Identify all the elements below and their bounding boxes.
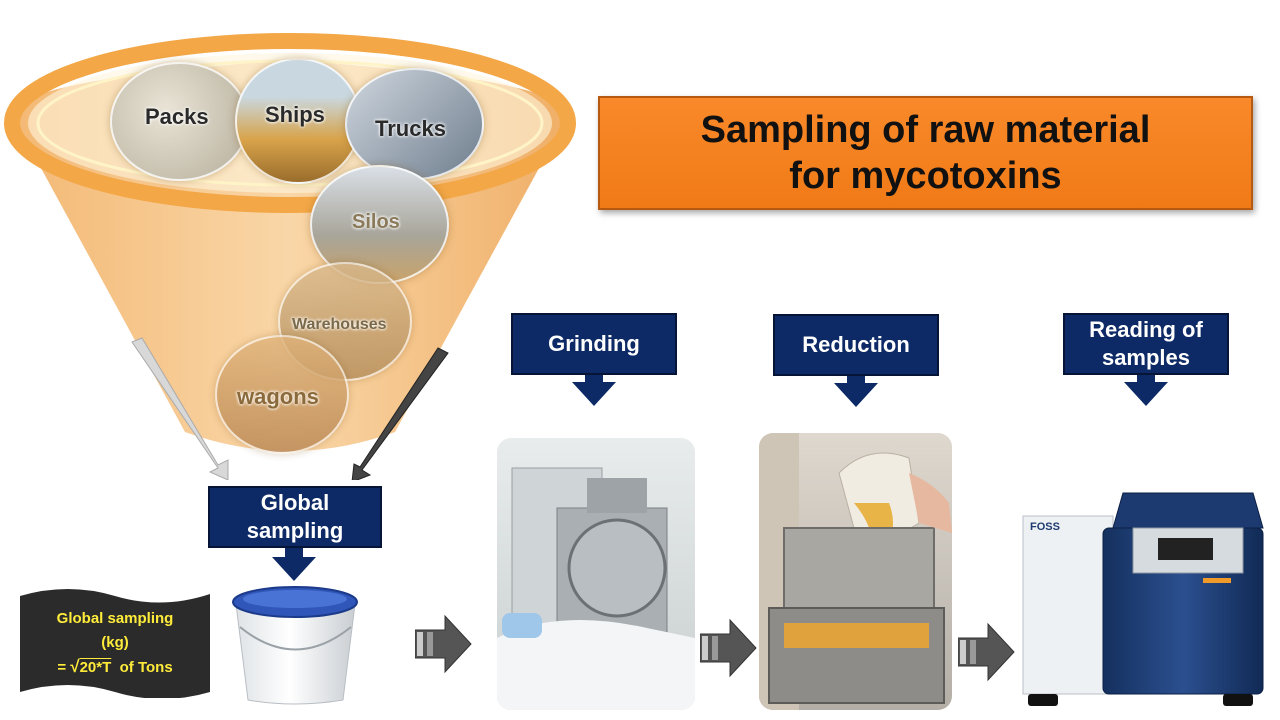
source-warehouses: Warehouses — [292, 316, 387, 333]
source-trucks: Trucks — [375, 116, 446, 141]
global-sampling-label: Global sampling — [208, 486, 382, 548]
reduction-arrow-stem — [847, 376, 865, 384]
source-silos: Silos — [352, 211, 400, 233]
formula-line1: Global sampling — [56, 609, 174, 627]
source-packs: Packs — [145, 104, 209, 129]
page-title: Sampling of raw material for mycotoxins — [700, 109, 1151, 197]
sqrt-symbol: √ — [70, 656, 80, 676]
reduction-arrow — [834, 383, 878, 407]
source-ships: Ships — [265, 102, 325, 127]
formula-line2: (kg) — [101, 633, 129, 651]
analyzer-device: FOSS — [1022, 492, 1264, 706]
device-brand: FOSS — [1030, 521, 1060, 533]
global-arrow-stem — [285, 548, 303, 558]
wagons-image — [215, 335, 349, 454]
title-box: Sampling of raw material for mycotoxins — [598, 96, 1253, 210]
reading-arrow-stem — [1137, 375, 1155, 383]
formula-expr: 20*T — [79, 658, 112, 676]
bucket-image — [232, 586, 358, 705]
flow-arrow-3 — [958, 622, 1015, 682]
reading-label: Reading of samples — [1063, 313, 1229, 375]
source-wagons: wagons — [237, 384, 319, 409]
formula-note: Global sampling (kg) = √20*T of Tons — [20, 588, 210, 698]
reading-arrow — [1124, 382, 1168, 406]
formula-suffix: of Tons — [119, 658, 173, 676]
grinding-label: Grinding — [511, 313, 677, 375]
formula-equals: = — [57, 658, 67, 676]
grinding-arrow-stem — [585, 375, 603, 383]
flow-arrow-1 — [415, 614, 472, 674]
flow-arrow-2 — [700, 618, 757, 678]
trucks-image — [345, 68, 484, 180]
global-arrow — [272, 557, 316, 581]
grinding-photo — [497, 438, 695, 710]
formula-line3: = √20*T of Tons — [20, 655, 210, 680]
ships-image — [235, 58, 361, 184]
reduction-label: Reduction — [773, 314, 939, 376]
reduction-photo — [759, 433, 952, 710]
grinding-arrow — [572, 382, 616, 406]
